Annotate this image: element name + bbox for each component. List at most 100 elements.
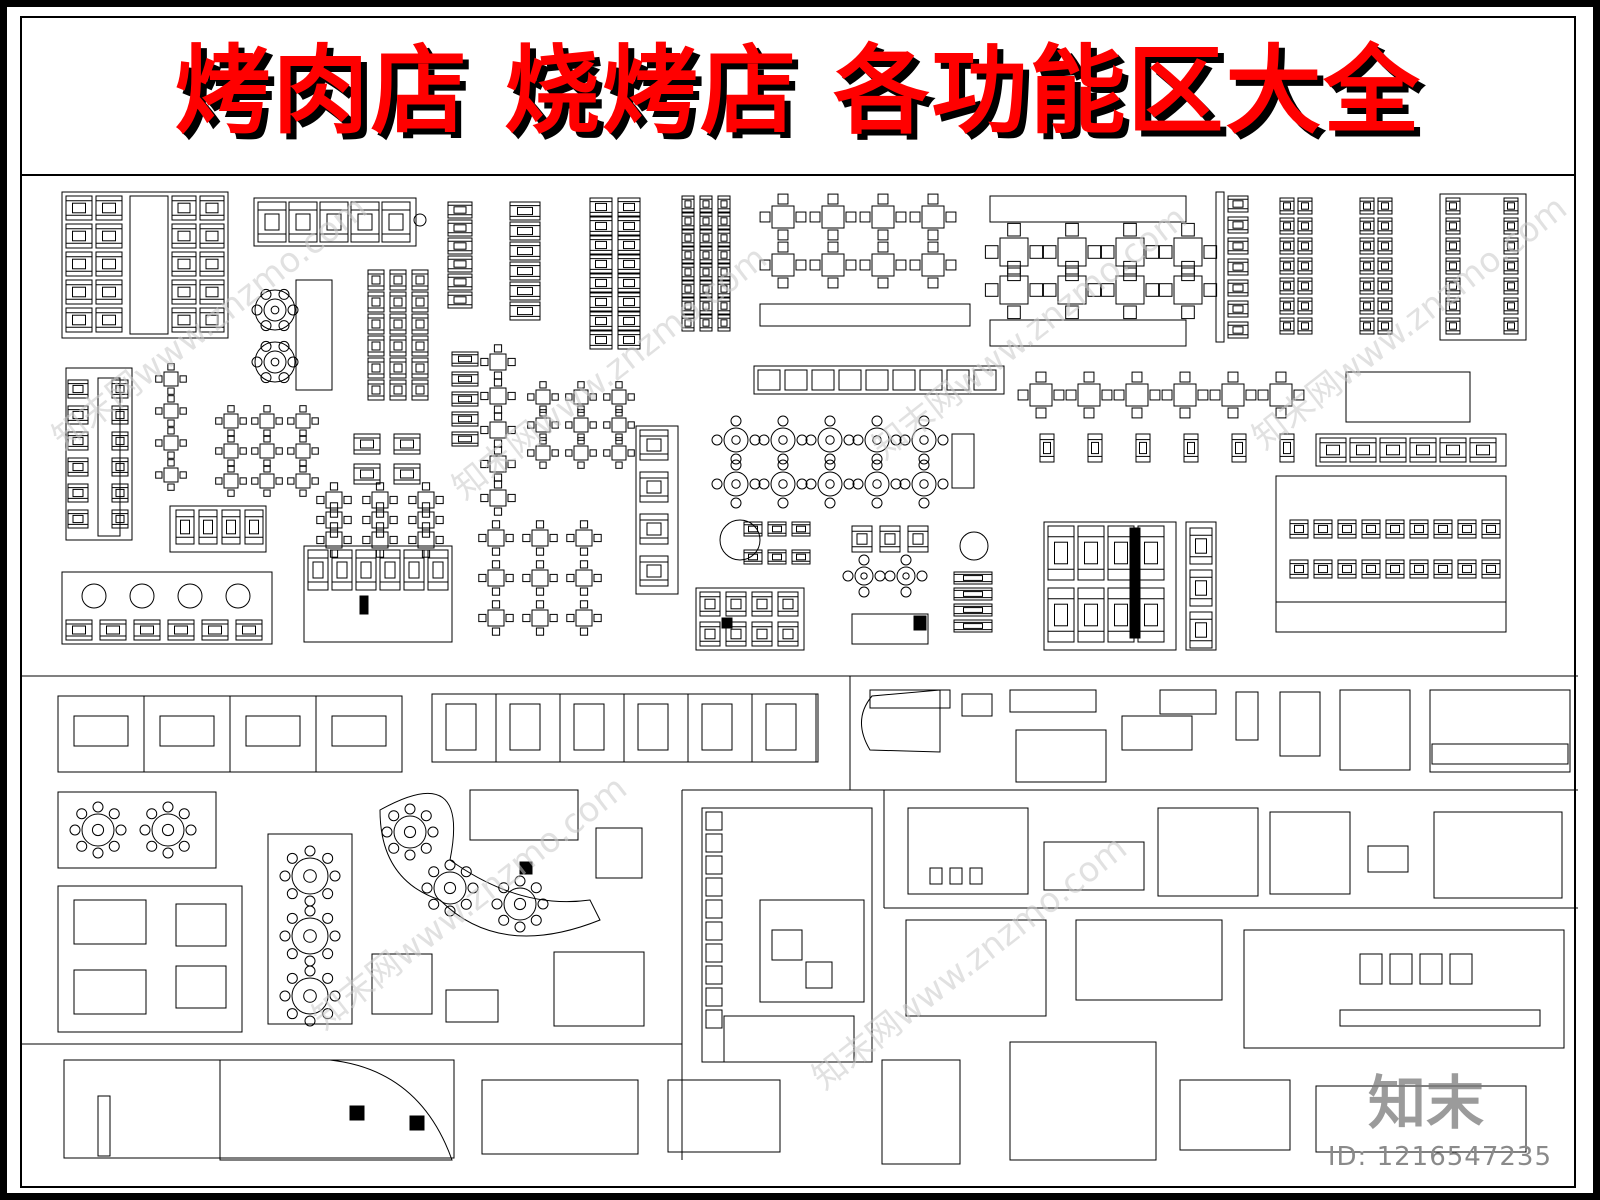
booth-table (1390, 564, 1400, 574)
chair (179, 471, 187, 479)
dining-table (163, 371, 179, 387)
booth-table (357, 213, 373, 231)
chair (286, 972, 298, 984)
booth (509, 201, 541, 221)
chair (388, 810, 400, 822)
booth (725, 591, 747, 617)
chair (777, 229, 789, 241)
booth (389, 335, 407, 357)
chair (824, 415, 836, 427)
dining-table (1029, 383, 1053, 407)
toilet-block (1433, 811, 1563, 899)
chair (1257, 389, 1269, 401)
stair-mark (951, 433, 975, 489)
booth-table (1386, 444, 1400, 456)
dining-table (821, 205, 845, 229)
chair (1203, 283, 1218, 297)
round-table (151, 813, 185, 847)
booth-table (1507, 262, 1515, 270)
booth (111, 431, 129, 451)
booth (1183, 433, 1199, 463)
chair (227, 489, 235, 497)
chair (329, 870, 341, 882)
booth-table (1416, 444, 1430, 456)
planter-box (1159, 689, 1217, 715)
chair (420, 810, 432, 822)
grill-plate (872, 435, 882, 445)
booth-table (1462, 524, 1472, 534)
chair (527, 393, 535, 401)
booth-table (264, 213, 280, 231)
chair (927, 277, 939, 289)
booth (244, 509, 264, 545)
column (349, 1105, 365, 1121)
chair (1017, 389, 1029, 401)
dining-table (999, 275, 1029, 305)
chair (478, 533, 487, 543)
booth-table (1318, 524, 1328, 534)
chair (329, 502, 339, 511)
booth-table (102, 230, 116, 242)
chair (535, 587, 545, 596)
booth (221, 509, 241, 545)
booth (639, 429, 669, 461)
chair (758, 478, 770, 490)
booth (1039, 433, 1055, 463)
chair (389, 515, 398, 525)
chair (263, 435, 271, 443)
chair (539, 405, 547, 413)
counter (97, 1095, 111, 1157)
round-booth (959, 531, 989, 561)
booth-table (730, 628, 742, 640)
kitchen-block (481, 1079, 639, 1155)
round-table (911, 471, 937, 497)
booth (725, 621, 747, 647)
chair (162, 801, 174, 813)
chair (1131, 407, 1143, 419)
booth (1279, 277, 1295, 295)
booth (617, 273, 641, 293)
chair (577, 437, 585, 445)
chair (777, 241, 789, 253)
booth (389, 269, 407, 291)
stove (1389, 953, 1413, 985)
chair (877, 193, 889, 205)
chair (275, 477, 283, 485)
dining-table (163, 435, 179, 451)
chair (404, 849, 416, 861)
booth-table (1381, 322, 1389, 330)
booth (1503, 217, 1519, 235)
booth (699, 591, 721, 617)
booth-table (1301, 262, 1309, 270)
dining-table (921, 205, 945, 229)
booth-table (595, 259, 607, 269)
dining-table (575, 609, 593, 627)
booth-table (963, 623, 983, 629)
bench-strip (753, 365, 1005, 395)
grill-plate (91, 823, 105, 837)
booth-table (702, 319, 710, 327)
round-table (263, 298, 287, 322)
booth (509, 261, 541, 281)
booth (699, 297, 713, 315)
plan-block (1121, 715, 1193, 751)
chair (167, 395, 175, 403)
booth (389, 313, 407, 335)
booth (389, 357, 407, 379)
chair (139, 824, 151, 836)
dining-table (295, 443, 311, 459)
booth-table (415, 385, 425, 395)
counter (1339, 1009, 1541, 1027)
booth-table (415, 363, 425, 373)
dining-table (535, 417, 551, 433)
booth (681, 314, 695, 332)
booth (1409, 437, 1437, 463)
booth-table (756, 598, 768, 610)
chair (577, 381, 585, 389)
chair (478, 573, 487, 583)
round-table (503, 887, 537, 921)
booth (509, 281, 541, 301)
chair (329, 482, 339, 491)
chair (824, 497, 836, 509)
chair (299, 489, 307, 497)
